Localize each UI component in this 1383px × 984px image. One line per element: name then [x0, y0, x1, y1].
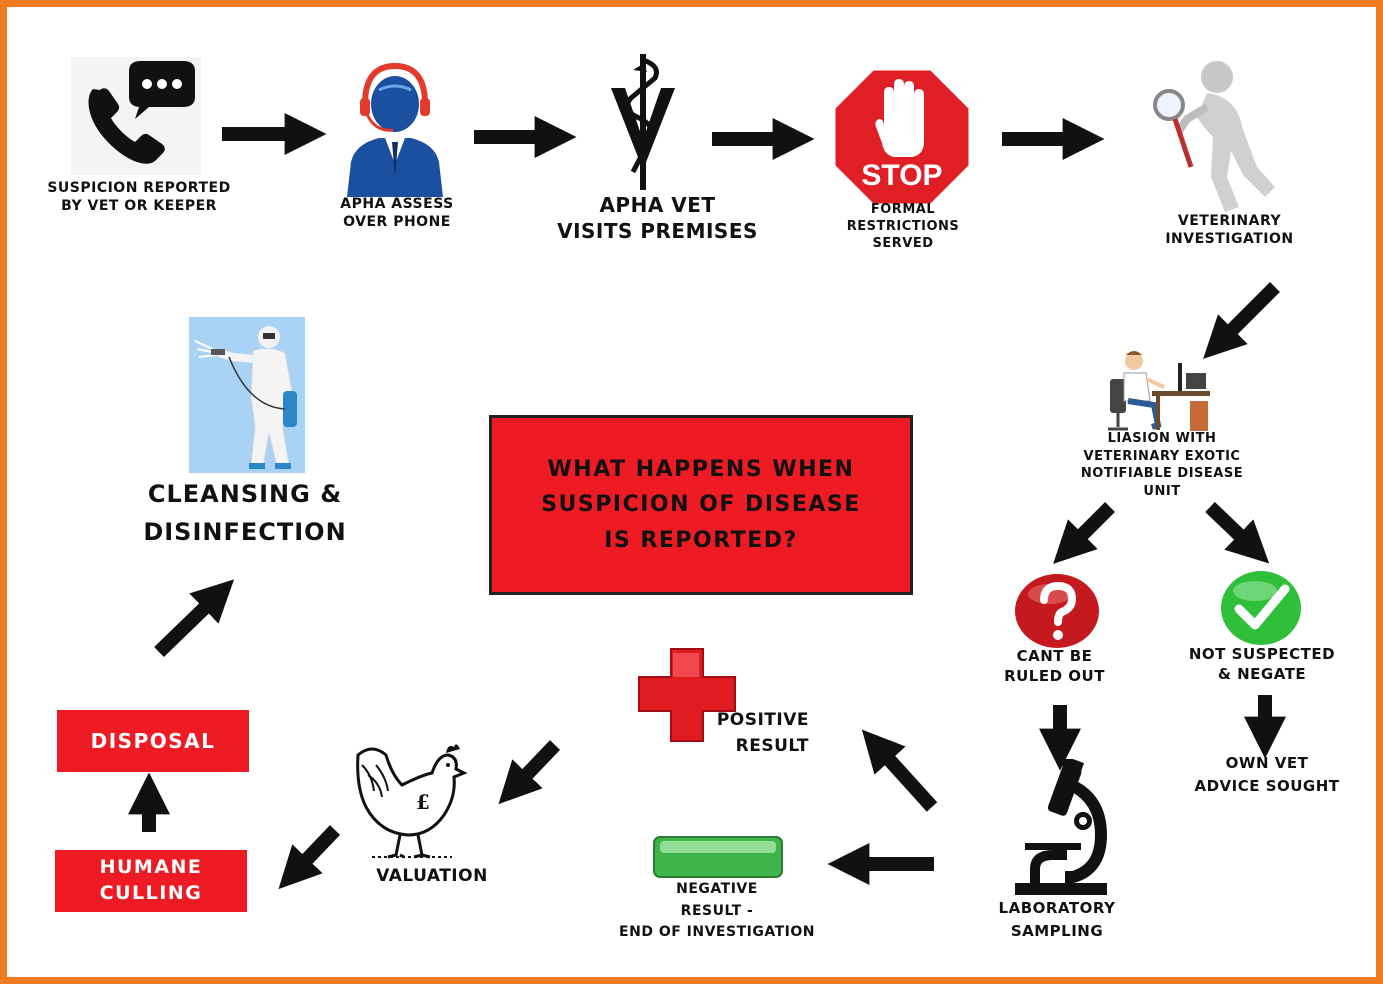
- title-line-3: IS REPORTED?: [604, 527, 798, 553]
- question-mark-icon: [1015, 574, 1099, 648]
- arrow-valuation-to-culling: [278, 825, 341, 890]
- phone-chat-icon: [71, 57, 201, 175]
- checkmark-icon: [1221, 571, 1301, 645]
- arrow-investigation-to-liaison: [1203, 282, 1280, 359]
- green-bar-icon: [653, 836, 783, 878]
- title-line-2: SUSPICION OF DISEASE: [541, 492, 861, 518]
- arrow-lab-to-positive: [861, 729, 938, 812]
- call-centre-agent-icon: [347, 62, 443, 197]
- red-cross-icon: [638, 648, 736, 742]
- cleansing-label: CLEANSING &DISINFECTION: [143, 480, 347, 547]
- flow-arrows: [128, 113, 1286, 890]
- not-suspected-label: NOT SUSPECTED& NEGATE: [1188, 645, 1336, 683]
- arrow-positive-to-valuation: [498, 740, 561, 805]
- arrow-liaison-to-not-suspected: [1205, 501, 1270, 564]
- magnifier-investigator-icon: [1153, 61, 1275, 212]
- stop-sign-icon: STOP: [832, 67, 972, 207]
- veterinary-caduceus-icon: [611, 54, 675, 190]
- title-box: WHAT HAPPENS WHEN SUSPICION OF DISEASE I…: [489, 415, 913, 595]
- microscope-icon: [1015, 759, 1108, 895]
- pound-sign: £: [416, 790, 430, 814]
- arrow-liaison-to-cant-rule-out: [1053, 502, 1115, 564]
- hazmat-disinfection-icon: [189, 317, 305, 473]
- chicken-icon: £: [356, 744, 468, 859]
- office-desk-worker-icon: [1108, 351, 1210, 431]
- stop-sign-text: STOP: [861, 159, 942, 192]
- valuation-label: VALUATION: [376, 866, 488, 886]
- title-line-1: WHAT HAPPENS WHEN: [547, 457, 855, 483]
- disposal-box: DISPOSAL: [57, 710, 249, 772]
- arrow-disposal-to-cleansing: [154, 579, 235, 658]
